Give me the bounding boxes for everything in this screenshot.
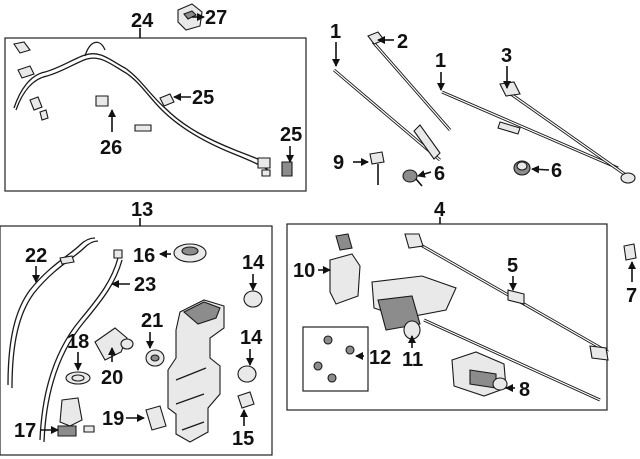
- wiper-arm-2: [367, 31, 452, 131]
- callout-14-lower: 14: [240, 327, 263, 349]
- grommet-part-14-bottom: [237, 365, 257, 383]
- clamp-part-18: [65, 371, 91, 385]
- grommet-part-14-top: [243, 290, 263, 308]
- callout-25-upper: 25: [192, 87, 214, 109]
- callout-19: 19: [102, 408, 124, 430]
- bracket-part-10: [329, 233, 361, 305]
- group-box-12: [302, 326, 369, 392]
- callout-2: 2: [397, 31, 408, 53]
- callout-17: 17: [14, 420, 36, 442]
- callout-1-left: 1: [330, 21, 341, 43]
- group-box-4: [286, 223, 608, 411]
- nut-cap-part-6-left: [402, 169, 423, 187]
- callout-10: 10: [293, 260, 315, 282]
- callout-26: 26: [100, 137, 122, 159]
- callout-6-right: 6: [551, 160, 562, 182]
- callout-1-right: 1: [435, 50, 446, 72]
- callout-9: 9: [333, 152, 344, 174]
- callout-5: 5: [507, 255, 518, 277]
- callout-4: 4: [434, 199, 446, 221]
- nozzle-clip-part-27: [177, 3, 203, 31]
- callout-16: 16: [133, 245, 155, 267]
- wiper-linkage-part-5: [404, 233, 609, 402]
- wiper-blade-1-right: [441, 90, 619, 170]
- callout-27: 27: [205, 7, 227, 29]
- pump-part-17: [57, 397, 95, 437]
- motor-cover-part-11: [371, 275, 457, 340]
- seal-part-21: [145, 349, 165, 367]
- callout-20: 20: [101, 367, 123, 389]
- callout-3: 3: [501, 45, 512, 67]
- fastener-set-part-12: [313, 335, 355, 383]
- clip-part-15: [237, 391, 255, 409]
- callout-13: 13: [131, 199, 153, 221]
- callout-6-left: 6: [434, 163, 445, 185]
- group-box-24: [4, 37, 307, 192]
- washer-hose-assembly: [13, 41, 293, 177]
- pump-part-20: [94, 327, 134, 361]
- clip-part-7: [623, 243, 637, 261]
- washer-reservoir-part-13: [167, 299, 225, 443]
- callout-15: 15: [232, 428, 254, 450]
- callout-numbers: 24 27 25 26 25 1 2 3 1 9 6 6 13 22 23 16…: [14, 7, 637, 450]
- wiper-blade-1-left: [333, 68, 441, 162]
- cap-part-16: [173, 243, 207, 263]
- group-box-13: [0, 225, 273, 456]
- callout-7: 7: [626, 285, 637, 307]
- bolt-part-9: [369, 151, 385, 185]
- callout-12: 12: [369, 347, 391, 369]
- callout-24: 24: [131, 10, 154, 32]
- callout-8: 8: [519, 379, 530, 401]
- nut-cap-part-6-right: [513, 160, 531, 176]
- wiper-motor-part-8: [451, 351, 508, 397]
- wiper-arm-3: [499, 81, 636, 184]
- callout-14-upper: 14: [242, 252, 265, 274]
- callout-22: 22: [25, 245, 47, 267]
- callout-25-lower: 25: [280, 124, 302, 146]
- callout-23: 23: [134, 274, 156, 296]
- seal-part-19: [145, 405, 167, 431]
- callout-11: 11: [402, 349, 423, 371]
- leader-lines: [32, 13, 636, 434]
- callout-18: 18: [67, 331, 89, 353]
- callout-21: 21: [141, 310, 163, 332]
